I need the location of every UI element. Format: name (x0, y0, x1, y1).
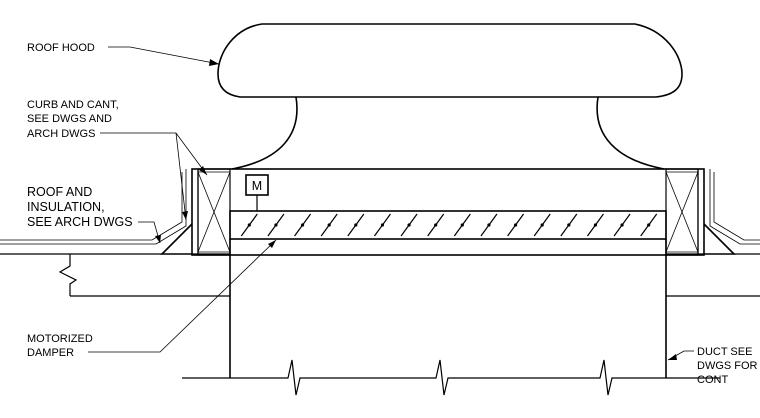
curb-label-line1: CURB AND CANT, (27, 99, 119, 111)
damper-blade-pivot (247, 223, 251, 227)
damper-blade-pivot (460, 223, 464, 227)
damper-label-line1: MOTORIZED (27, 333, 93, 345)
roof-label-line2: INSULATION, (27, 200, 105, 214)
damper-blades (240, 213, 658, 237)
damper-blade-pivot (300, 223, 305, 227)
break-symbol (58, 254, 78, 296)
duct-label-line3: CONT (697, 374, 728, 386)
motor-symbol-text: M (252, 179, 262, 193)
damper-blade-pivot (354, 223, 358, 227)
damper-blade-pivot (620, 223, 624, 227)
roof-label-line3: SEE ARCH DWGS (27, 215, 133, 229)
roof-label-line1: ROOF AND (27, 185, 92, 199)
damper-blade-pivot (434, 223, 438, 227)
right-cant (703, 223, 736, 255)
duct-label-line2: DWGS FOR (697, 360, 758, 372)
damper-frame (229, 210, 667, 240)
damper-blade-pivot (380, 223, 385, 227)
damper-blade-pivot (593, 223, 598, 227)
duct-label-line1: DUCT SEE (697, 346, 752, 358)
damper-blade-pivot (407, 223, 411, 227)
damper-blade-pivot (327, 223, 331, 227)
curb-label-line3: ARCH DWGS (27, 128, 95, 140)
roof-hood-label: ROOF HOOD (27, 42, 95, 54)
curb-label-line2: SEE DWGS AND (27, 113, 112, 125)
roof-hood-shape (217, 23, 683, 98)
bottom-break-line (182, 359, 720, 396)
damper-blade-pivot (513, 223, 518, 227)
damper-label-line2: DAMPER (27, 347, 74, 359)
left-cant (160, 223, 193, 255)
hood-neck-left (231, 96, 298, 170)
damper-blade-pivot (487, 223, 491, 227)
damper-blade-pivot (274, 223, 278, 227)
curb-frame (191, 168, 705, 256)
damper-blade-pivot (567, 223, 571, 227)
damper-blade-pivot (540, 223, 544, 227)
damper-blade-pivot (647, 223, 651, 227)
hood-neck-right (596, 96, 665, 170)
